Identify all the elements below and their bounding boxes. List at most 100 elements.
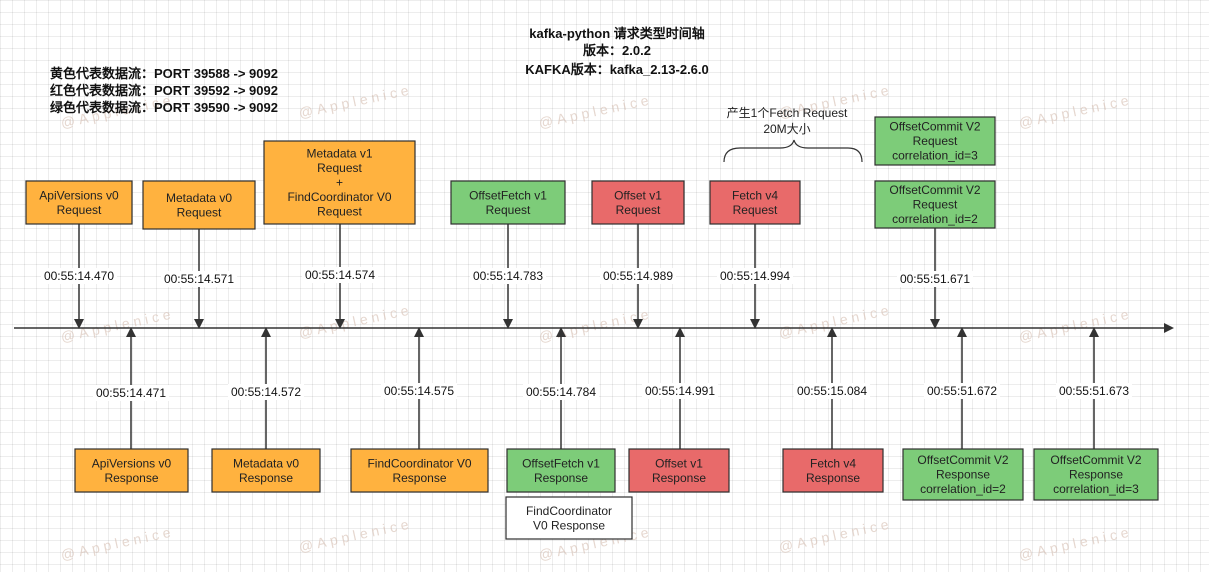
req-offsetfetch-box-label: OffsetFetch v1 — [469, 188, 547, 202]
req-offset-box-label: Request — [616, 203, 661, 217]
color-legend: 黄色代表数据流：PORT 39588 -> 9092 红色代表数据流：PORT … — [50, 66, 278, 115]
resp-offsetcommit-3-box-rect — [1033, 448, 1159, 501]
findcoordinator-response-note-box-rect — [505, 496, 633, 540]
req-offsetcommit-2-box-rect — [874, 180, 996, 229]
resp-fetch-box-label: Fetch v4 — [810, 456, 856, 470]
resp-metadata-box-label: Metadata v0 — [233, 456, 299, 470]
legend-green: 绿色代表数据流：PORT 39590 -> 9092 — [50, 100, 278, 115]
resp-apiversions-box-rect — [74, 448, 189, 493]
req-metadata-findcoordinator-time: 00:55:14.574 — [305, 268, 375, 282]
title-line-1: kafka-python 请求类型时间轴 — [529, 26, 705, 41]
req-offset-box-label: Offset v1 — [614, 188, 662, 202]
fetch-note-line-1: 产生1个Fetch Request — [727, 106, 848, 120]
req-fetch-box-rect — [709, 180, 801, 225]
req-fetch-box-label: Fetch v4 — [732, 188, 778, 202]
watermark-text: @Applenice — [777, 301, 894, 341]
req-apiversions-time: 00:55:14.470 — [44, 269, 114, 283]
title-line-2: 版本：2.0.2 — [583, 43, 651, 58]
req-offsetfetch-box-label: Request — [486, 203, 531, 217]
req-metadata-findcoordinator-box-label: Request — [317, 205, 362, 219]
watermark-text: @Applenice — [297, 81, 414, 121]
req-offsetcommit-2-box-label: OffsetCommit V2 — [889, 183, 980, 197]
resp-findcoordinator-time-bg — [381, 383, 457, 399]
req-offsetfetch-time-bg — [470, 268, 546, 284]
watermark-text: @Applenice — [777, 515, 894, 555]
req-metadata-findcoordinator-time-bg — [302, 267, 378, 283]
resp-offsetcommit-2-time-bg — [924, 383, 1000, 399]
watermark-text: @Applenice — [297, 515, 414, 555]
resp-offsetfetch-time-bg — [523, 384, 599, 400]
req-offsetfetch-time: 00:55:14.783 — [473, 269, 543, 283]
resp-fetch-box-label: Response — [806, 471, 860, 485]
resp-apiversions-time: 00:55:14.471 — [96, 386, 166, 400]
diagram-title: kafka-python 请求类型时间轴 版本：2.0.2 KAFKA版本：ka… — [525, 26, 709, 77]
resp-offsetcommit-3-box-label: correlation_id=3 — [1053, 482, 1139, 496]
resp-offsetcommit-3-time: 00:55:51.673 — [1059, 384, 1129, 398]
req-offsetcommit-2-time-bg — [897, 271, 973, 287]
resp-apiversions-time-bg — [93, 385, 169, 401]
title-line-3: KAFKA版本：kafka_2.13-2.6.0 — [525, 62, 709, 77]
req-offsetcommit-2-time: 00:55:51.671 — [900, 272, 970, 286]
watermark-text: @Applenice — [1017, 91, 1134, 131]
findcoordinator-response-note-box-label: V0 Response — [533, 518, 605, 532]
req-metadata-findcoordinator-box-label: Metadata v1 — [306, 147, 372, 161]
resp-offset-box-label: Offset v1 — [655, 456, 703, 470]
req-apiversions-box-rect — [25, 180, 133, 225]
req-offsetcommit-2-box-label: Request — [913, 198, 958, 212]
req-offset-box-rect — [591, 180, 685, 225]
resp-metadata-time-bg — [228, 384, 304, 400]
req-fetch-time: 00:55:14.994 — [720, 269, 790, 283]
resp-findcoordinator-time: 00:55:14.575 — [384, 384, 454, 398]
req-fetch-time-bg — [717, 268, 793, 284]
watermark-text: @Applenice — [297, 301, 414, 341]
resp-offset-box-rect — [628, 448, 730, 493]
resp-fetch-time-bg — [794, 383, 870, 399]
req-offsetcommit-1-box-label: Request — [913, 134, 958, 148]
legend-yellow: 黄色代表数据流：PORT 39588 -> 9092 — [50, 66, 278, 81]
legend-red: 红色代表数据流：PORT 39592 -> 9092 — [50, 83, 278, 98]
resp-offsetcommit-2-box-rect — [902, 448, 1024, 501]
req-metadata-findcoordinator-box-rect — [263, 140, 416, 225]
req-offsetcommit-1-box-label: correlation_id=3 — [892, 149, 978, 163]
resp-findcoordinator-box-label: Response — [392, 471, 446, 485]
req-fetch-box-label: Request — [733, 203, 778, 217]
curly-brace-icon — [723, 139, 863, 163]
watermark-text: @Applenice — [1017, 523, 1134, 563]
resp-apiversions-box-label: Response — [104, 471, 158, 485]
req-offset-time-bg — [600, 268, 676, 284]
resp-offsetcommit-2-box-label: Response — [936, 468, 990, 482]
resp-offsetcommit-3-box-label: Response — [1069, 468, 1123, 482]
watermark-text: @Applenice — [59, 523, 176, 563]
resp-apiversions-box-label: ApiVersions v0 — [92, 456, 172, 470]
resp-offset-time-bg — [642, 383, 718, 399]
findcoordinator-response-note-box-label: FindCoordinator — [526, 504, 612, 518]
resp-offsetcommit-3-time-bg — [1056, 383, 1132, 399]
req-metadata-box-rect — [142, 180, 256, 230]
req-offsetcommit-2-box-label: correlation_id=2 — [892, 212, 978, 226]
watermark-text: @Applenice — [59, 305, 176, 345]
connector-layer — [74, 224, 1099, 449]
req-apiversions-box-label: ApiVersions v0 — [39, 188, 119, 202]
watermark-text: @Applenice — [1017, 305, 1134, 345]
req-metadata-findcoordinator-box-label: Request — [317, 161, 362, 175]
watermark-text: @Applenice — [537, 91, 654, 131]
req-apiversions-time-bg — [41, 268, 117, 284]
resp-offsetfetch-time: 00:55:14.784 — [526, 385, 596, 399]
watermark-text: @Applenice — [537, 305, 654, 345]
